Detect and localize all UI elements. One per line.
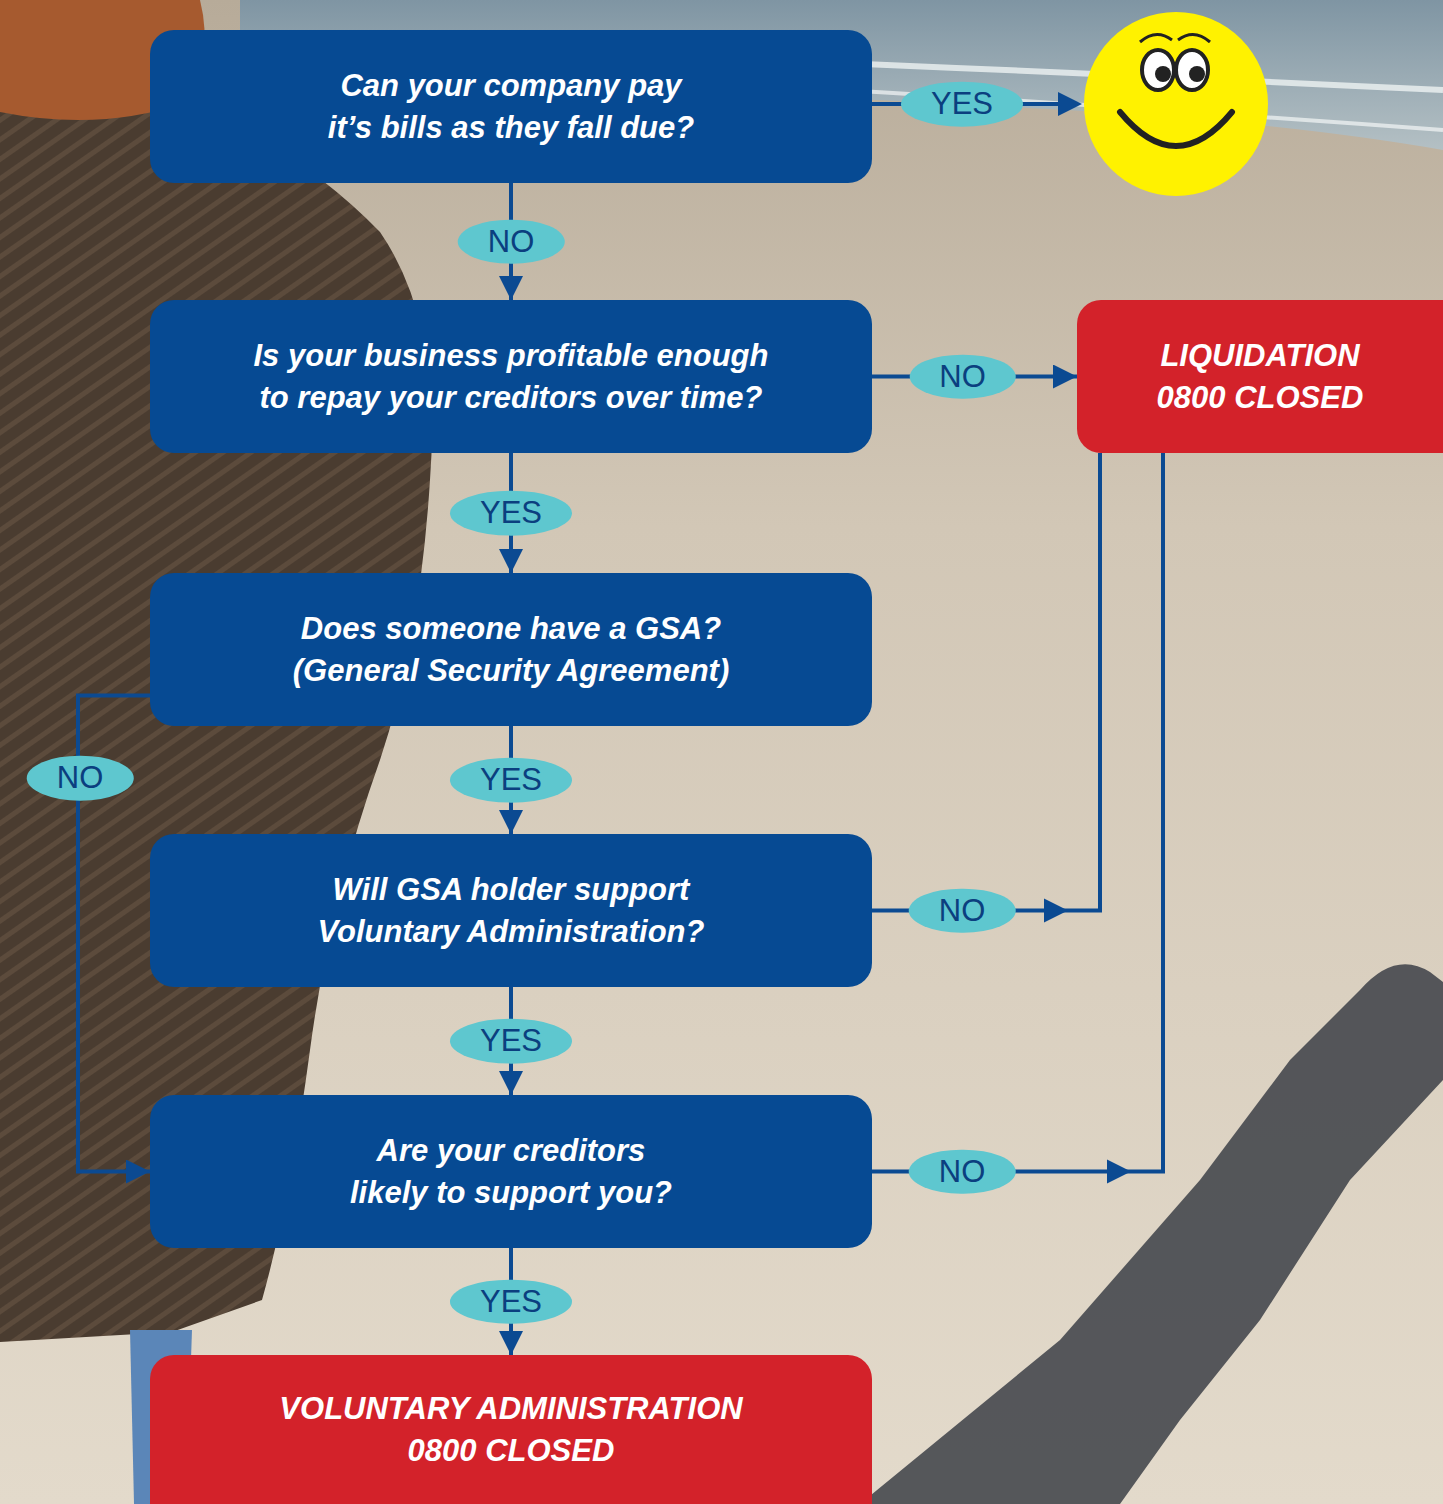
box-text: Are your creditors likely to support you… — [261, 1130, 761, 1214]
smiley-pupil — [1189, 66, 1205, 82]
outcome-box: VOLUNTARY ADMINISTRATION0800 CLOSED — [150, 1355, 872, 1504]
box-text: Can your company pay it’s bills as they … — [174, 65, 848, 149]
box-text: 0800 CLOSED — [1157, 377, 1364, 419]
smiley-face — [1084, 12, 1268, 196]
connectors — [78, 183, 1163, 1355]
smiley-face — [1084, 12, 1268, 196]
decision-box: Will GSA holder support Voluntary Admini… — [150, 834, 872, 987]
arrow-heads — [1044, 899, 1131, 1184]
box-text: Is your business profitable enough to re… — [174, 335, 848, 419]
box-text: VOLUNTARY ADMINISTRATION — [279, 1388, 742, 1430]
decision-box: Is your business profitable enough to re… — [150, 300, 872, 453]
box-text: Does someone have a GSA? (General Securi… — [251, 608, 771, 692]
answer-label: YES — [450, 491, 572, 536]
smiley-eye — [1176, 50, 1208, 90]
answer-label: YES — [901, 82, 1023, 127]
arrow-head — [1058, 92, 1082, 116]
decision-box: Does someone have a GSA? (General Securi… — [150, 573, 872, 726]
arrow-head — [1044, 899, 1068, 923]
box-text: Will GSA holder support Voluntary Admini… — [261, 869, 761, 953]
answer-label: NO — [458, 219, 565, 264]
connector-arrow — [872, 453, 1163, 1172]
person-shadow — [860, 964, 1443, 1504]
smiley-mouth — [1120, 112, 1232, 146]
connector-arrow — [872, 453, 1100, 911]
box-text: LIQUIDATION — [1160, 335, 1359, 377]
decision-box: Are your creditors likely to support you… — [150, 1095, 872, 1248]
smiley-eye — [1142, 50, 1174, 90]
answer-label: YES — [450, 1279, 572, 1324]
answer-label: YES — [450, 758, 572, 803]
answer-label: NO — [909, 1149, 1016, 1194]
answer-label: NO — [909, 354, 1016, 399]
smiley-brow — [1140, 34, 1210, 42]
box-text: 0800 CLOSED — [408, 1430, 615, 1472]
decision-box: Can your company pay it’s bills as they … — [150, 30, 872, 183]
arrow-head — [1107, 1160, 1131, 1184]
outcome-box: LIQUIDATION0800 CLOSED — [1077, 300, 1443, 453]
answer-label: NO — [909, 888, 1016, 933]
answer-label: NO — [27, 756, 134, 801]
answer-label: YES — [450, 1019, 572, 1064]
smiley-pupil — [1155, 66, 1171, 82]
